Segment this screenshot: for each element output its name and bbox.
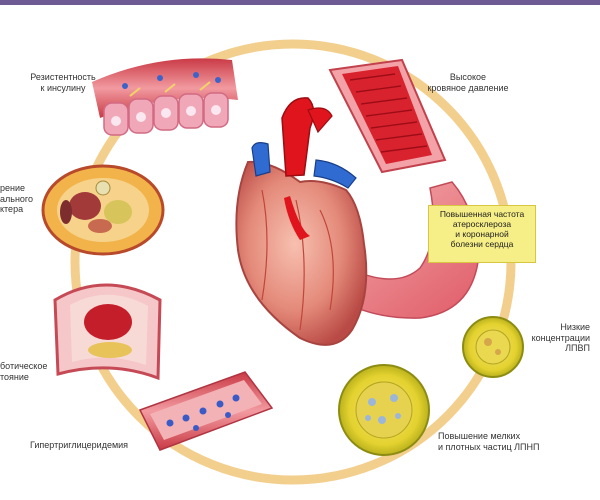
insulin-resistance-illustration	[92, 58, 238, 136]
heart-illustration	[235, 97, 368, 346]
top-accent-bar	[0, 0, 600, 5]
label-hypertriglyceridemia: Гипертриглицеридемия	[30, 440, 129, 450]
abdominal-obesity-illustration	[41, 164, 165, 256]
ldl-particle-illustration	[338, 364, 430, 456]
hdl-particle-illustration	[462, 316, 524, 378]
hypertriglyceridemia-illustration	[138, 371, 274, 451]
header-band	[0, 5, 600, 45]
prothrombotic-illustration	[53, 283, 162, 381]
high-blood-pressure-illustration	[328, 58, 447, 174]
